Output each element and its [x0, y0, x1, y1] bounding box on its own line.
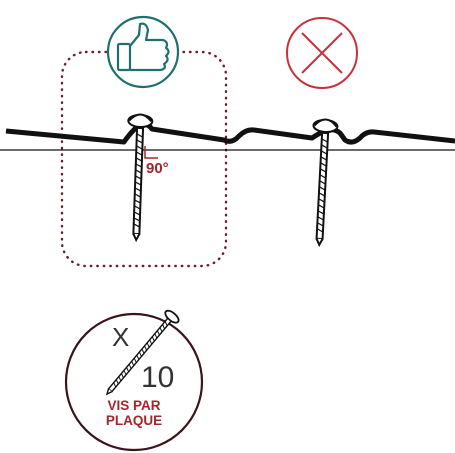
quantity-count: 10 — [141, 361, 174, 394]
angle-label: 90° — [146, 160, 169, 177]
quantity-caption-line1: VIS PAR — [107, 398, 160, 413]
right-angle-marker — [144, 146, 158, 159]
thumbs-up-icon — [106, 15, 180, 89]
roof-sheet-profile — [5, 121, 455, 145]
quantity-badge: X 10 VIS PAR PLAQUE — [64, 309, 204, 452]
quantity-multiplier: X — [112, 322, 129, 352]
cross-icon — [286, 17, 358, 89]
quantity-caption-line2: PLAQUE — [106, 413, 162, 428]
screw-icon — [105, 309, 180, 396]
